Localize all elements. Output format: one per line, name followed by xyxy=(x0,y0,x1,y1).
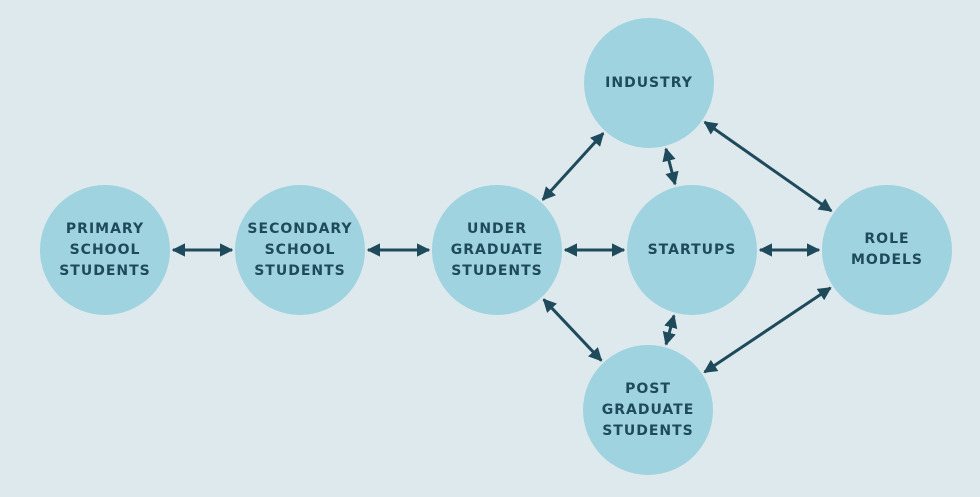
node-label: UNDER xyxy=(466,220,528,237)
node-label: SECONDARY xyxy=(247,220,353,237)
arrow-startups-postgrad xyxy=(662,314,678,346)
node-label: STUDENTS xyxy=(602,422,694,439)
arrow-industry-role xyxy=(703,120,833,213)
node-label: POST xyxy=(625,380,671,397)
arrow-industry-startups xyxy=(662,147,679,186)
node-label: INDUSTRY xyxy=(605,74,693,91)
node-label: SCHOOL xyxy=(69,241,141,258)
arrow-undergrad-industry xyxy=(541,132,605,201)
node-label: ROLE xyxy=(864,231,910,247)
arrow-undergrad-postgrad xyxy=(542,298,603,362)
node-label: SCHOOL xyxy=(264,241,336,258)
node-label: GRADUATE xyxy=(450,241,544,258)
node-secondary-school-students: SECONDARY SCHOOL STUDENTS xyxy=(235,185,365,315)
node-undergraduate-students: UNDER GRADUATE STUDENTS xyxy=(432,185,562,315)
node-industry: INDUSTRY xyxy=(584,18,714,148)
node-label: GRADUATE xyxy=(601,401,695,418)
node-role-models: ROLE MODELS xyxy=(822,185,952,315)
node-label: MODELS xyxy=(850,252,924,268)
node-label: STUDENTS xyxy=(254,262,346,279)
node-primary-school-students: PRIMARY SCHOOL STUDENTS xyxy=(40,185,170,315)
node-label: STARTUPS xyxy=(647,241,737,258)
node-label: PRIMARY xyxy=(65,220,145,237)
node-label: STUDENTS xyxy=(451,262,543,279)
arrow-postgrad-role xyxy=(703,286,832,374)
node-postgraduate-students: POST GRADUATE STUDENTS xyxy=(583,345,713,475)
node-startups: STARTUPS xyxy=(627,185,757,315)
node-label: STUDENTS xyxy=(59,262,151,279)
